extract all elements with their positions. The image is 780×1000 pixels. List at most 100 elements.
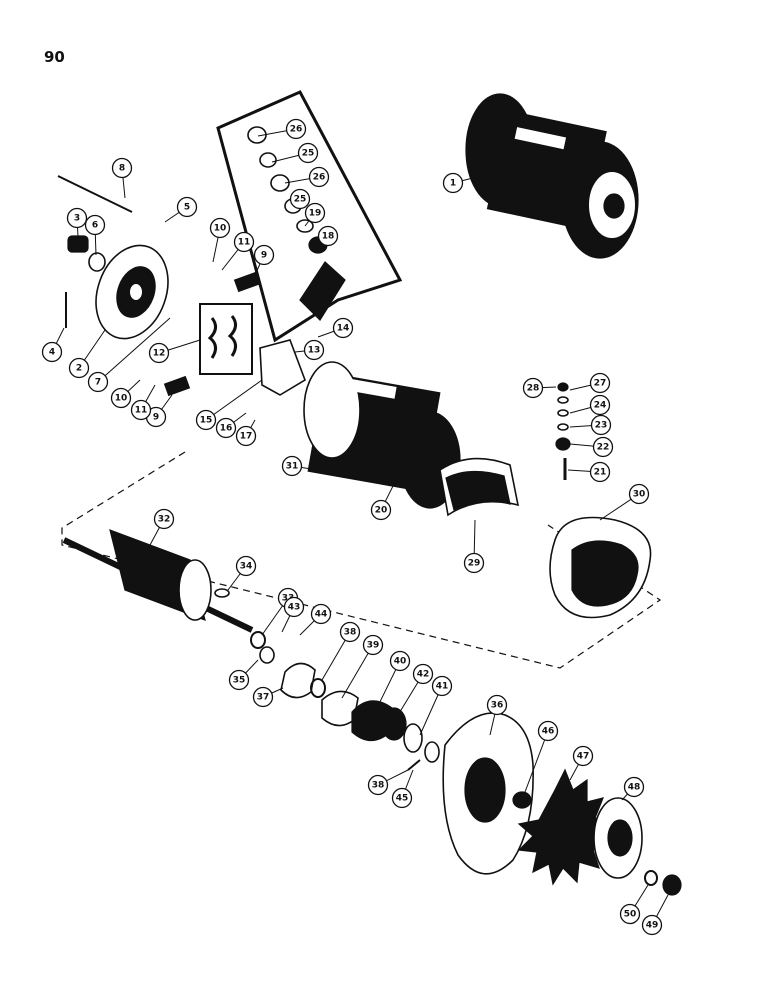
callout-circle-20 <box>370 499 392 521</box>
callout-circle-46 <box>537 720 559 742</box>
callout-label-10: 10 <box>214 224 227 234</box>
callout-label-26: 26 <box>290 125 303 135</box>
spacer-collar-illustration <box>512 791 532 809</box>
callout-label-39: 39 <box>367 641 380 651</box>
callout-label-17: 17 <box>240 432 253 442</box>
callout-circle-50 <box>619 903 641 925</box>
callout-circle-27 <box>589 372 611 394</box>
callout-circle-19 <box>304 202 326 224</box>
callout-label-6: 6 <box>92 221 98 231</box>
callout-circle-38 <box>367 774 389 796</box>
retainer-plate-illustration <box>280 662 316 699</box>
callout-label-30: 30 <box>633 490 646 500</box>
callout-label-9: 9 <box>153 413 159 423</box>
page-number: 90 <box>44 48 65 66</box>
screw-illustration <box>407 759 421 771</box>
callout-label-27: 27 <box>594 379 607 389</box>
stator-housing-illustration <box>303 361 461 509</box>
callout-circle-31 <box>281 455 303 477</box>
callout-circle-49 <box>641 914 663 936</box>
callout-circle-43 <box>283 596 305 618</box>
callout-label-12: 12 <box>153 349 166 359</box>
field-coil-illustration <box>549 516 652 619</box>
callout-circle-26 <box>285 118 307 140</box>
callout-label-25: 25 <box>294 195 307 205</box>
callout-label-9: 9 <box>261 251 267 261</box>
callout-circle-35 <box>228 669 250 691</box>
callout-circle-45 <box>391 787 413 809</box>
callout-circle-1 <box>442 172 464 194</box>
callout-circle-30 <box>628 483 650 505</box>
terminal-hardware-illustration <box>555 382 571 480</box>
callout-label-25: 25 <box>302 149 315 159</box>
callout-circle-36 <box>486 694 508 716</box>
callout-label-8: 8 <box>119 164 125 174</box>
callout-circle-25 <box>289 188 311 210</box>
callout-label-44: 44 <box>315 610 328 620</box>
callout-leader-46 <box>524 730 549 793</box>
callout-circle-12 <box>148 342 170 364</box>
washer-illustration <box>424 741 440 763</box>
lock-washer-illustration <box>644 870 658 886</box>
callout-circle-17 <box>235 425 257 447</box>
callout-circle-22 <box>592 436 614 458</box>
callout-circle-14 <box>332 317 354 339</box>
snap-ring-illustration <box>250 631 266 649</box>
callout-circle-42 <box>412 663 434 685</box>
callout-circle-15 <box>195 409 217 431</box>
armature-illustration <box>62 529 254 633</box>
callout-label-50: 50 <box>624 910 637 920</box>
callout-label-11: 11 <box>135 406 148 416</box>
callout-label-14: 14 <box>337 324 350 334</box>
callout-label-18: 18 <box>322 232 335 242</box>
callout-label-21: 21 <box>594 468 607 478</box>
callout-circle-3 <box>66 207 88 229</box>
callout-circle-23 <box>590 414 612 436</box>
callout-label-3: 3 <box>74 214 80 224</box>
end-frame-illustration <box>95 244 169 340</box>
through-bolt-illustration <box>57 175 133 213</box>
callout-circle-26 <box>308 166 330 188</box>
alternator-assembly-illustration <box>465 93 639 259</box>
callout-label-4: 4 <box>49 348 55 358</box>
callout-label-46: 46 <box>542 727 555 737</box>
callout-label-16: 16 <box>220 424 233 434</box>
brush-holder-illustration <box>259 339 306 396</box>
callout-circle-40 <box>389 650 411 672</box>
seal-illustration <box>88 252 106 272</box>
callout-circle-34 <box>235 555 257 577</box>
callout-circle-8 <box>111 157 133 179</box>
callout-label-29: 29 <box>468 559 481 569</box>
callout-circle-41 <box>431 675 453 697</box>
callout-label-23: 23 <box>595 421 608 431</box>
callout-circle-38 <box>339 621 361 643</box>
callout-label-26: 26 <box>313 173 326 183</box>
callout-label-38: 38 <box>344 628 357 638</box>
callout-circle-2 <box>68 357 90 379</box>
callout-label-42: 42 <box>417 670 430 680</box>
callout-label-13: 13 <box>308 346 321 356</box>
callout-label-7: 7 <box>95 378 101 388</box>
callout-circle-47 <box>572 745 594 767</box>
callout-label-28: 28 <box>527 384 540 394</box>
callout-label-1: 1 <box>450 179 456 189</box>
nut-illustration <box>662 874 682 896</box>
callout-circle-24 <box>589 394 611 416</box>
callout-label-34: 34 <box>240 562 253 572</box>
callout-label-5: 5 <box>184 203 190 213</box>
callout-label-40: 40 <box>394 657 407 667</box>
bushing-illustration <box>67 235 89 253</box>
callout-circle-21 <box>589 461 611 483</box>
callout-label-43: 43 <box>288 603 301 613</box>
callout-circle-10 <box>110 387 132 409</box>
callout-circle-25 <box>297 142 319 164</box>
brush-holder-inset-outline <box>216 90 403 343</box>
callout-circle-32 <box>153 508 175 530</box>
callout-circle-9 <box>253 244 275 266</box>
spacer-illustration <box>259 646 275 664</box>
callout-label-48: 48 <box>628 783 641 793</box>
callout-label-35: 35 <box>233 676 246 686</box>
callout-circle-44 <box>310 603 332 625</box>
